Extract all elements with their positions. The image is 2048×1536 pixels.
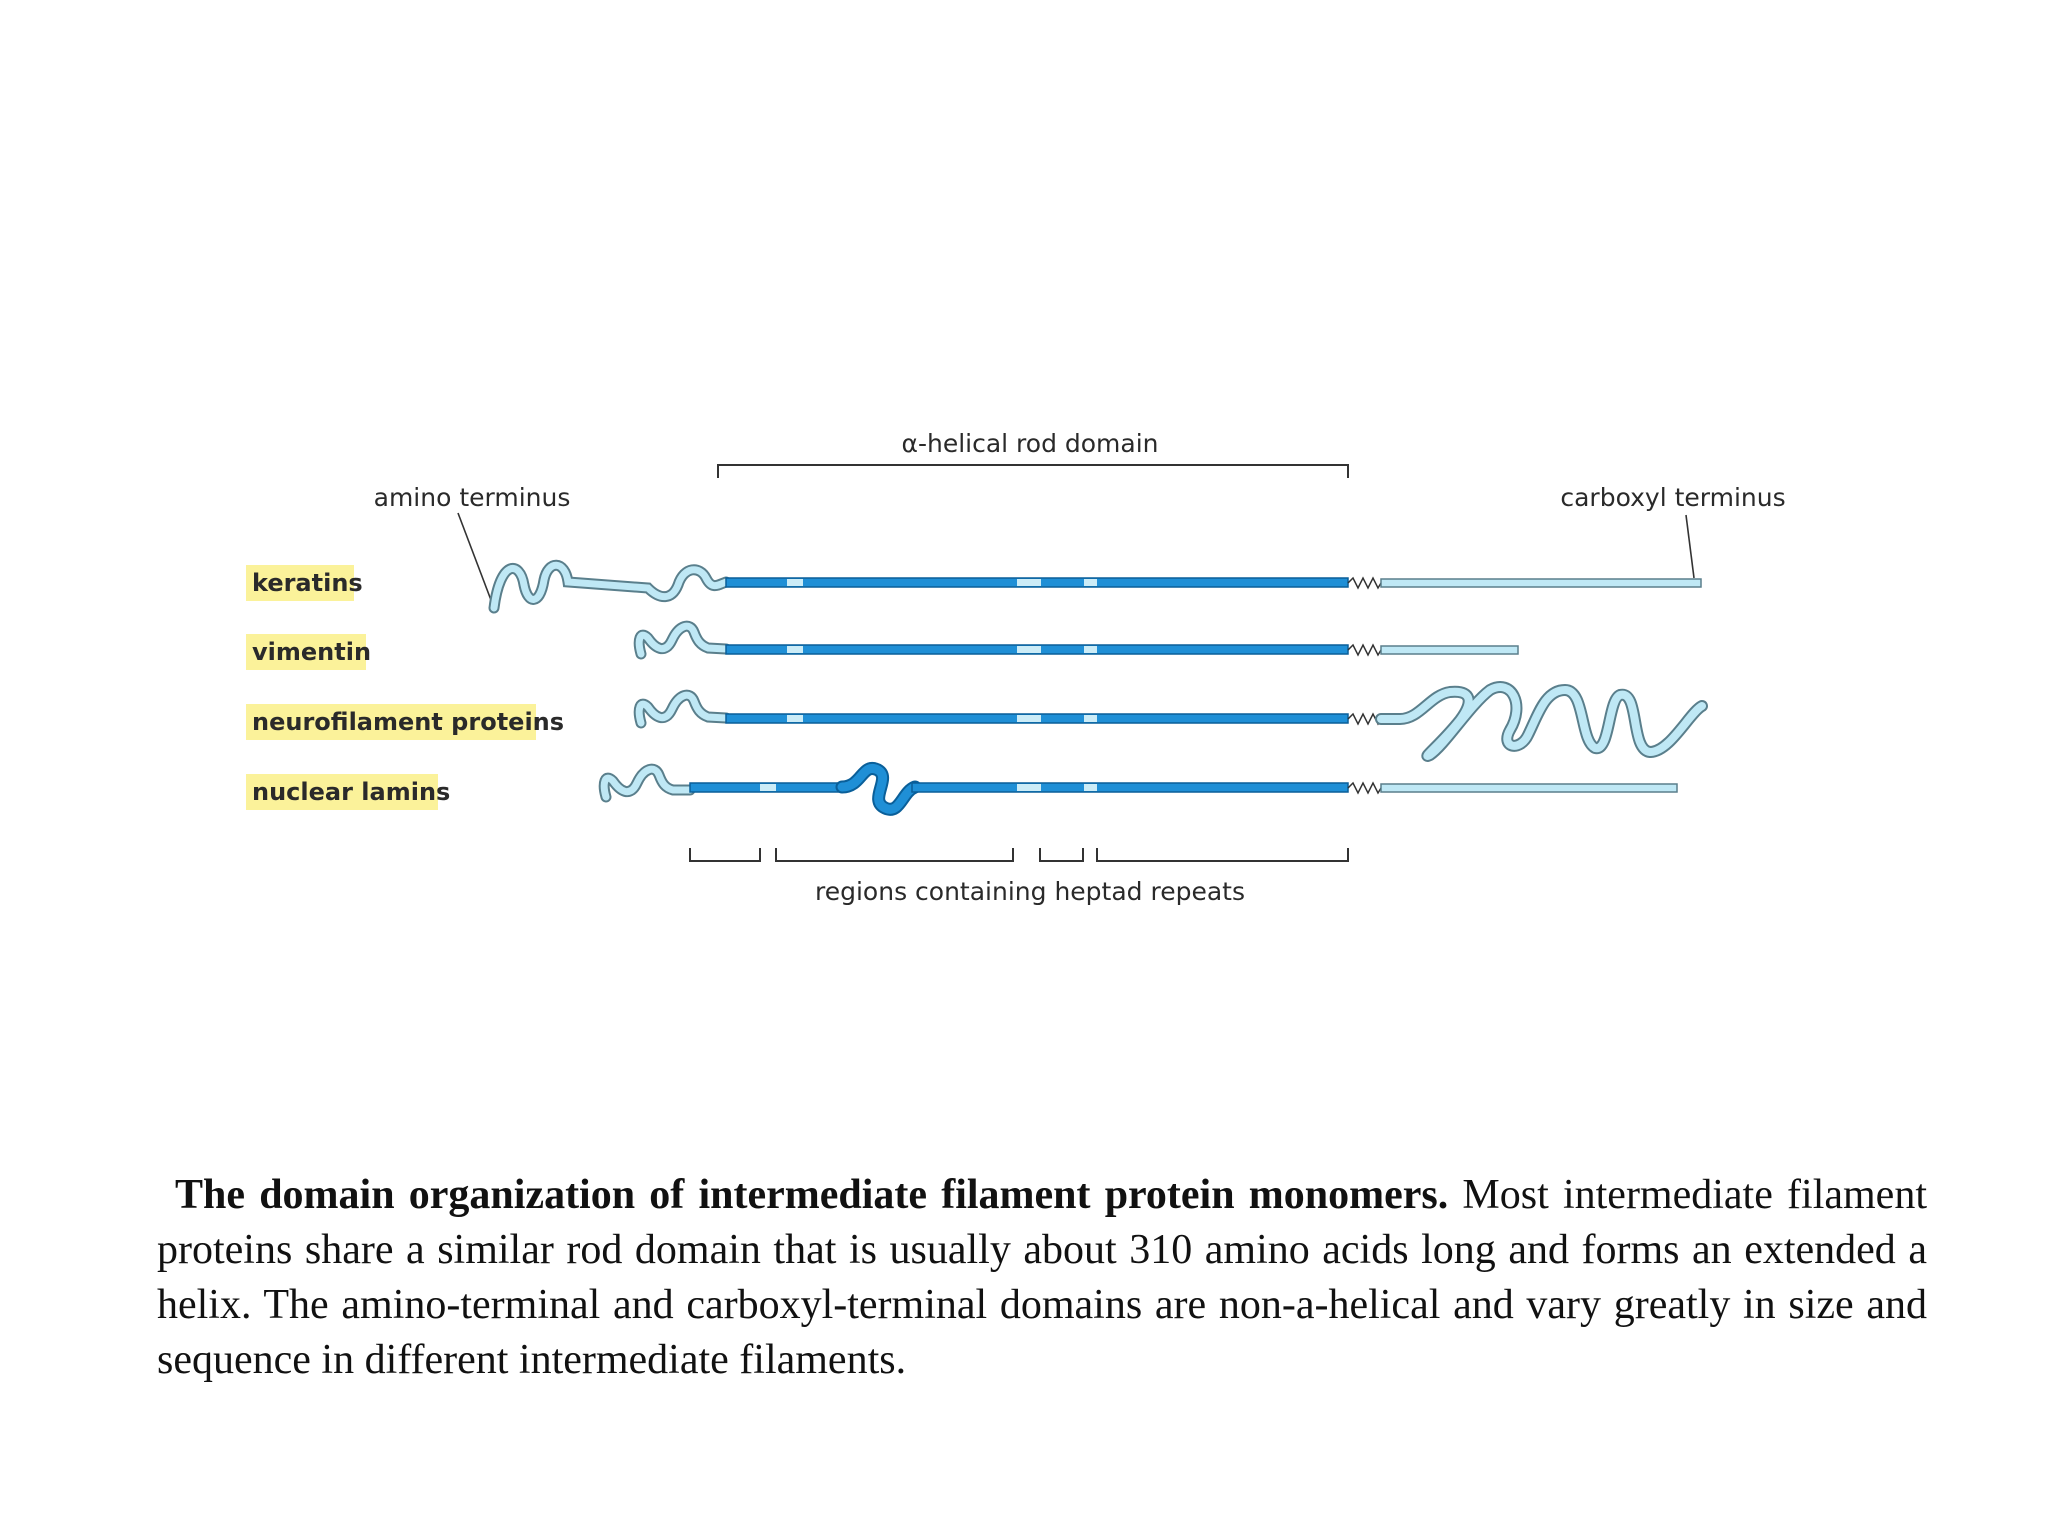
carboxyl-terminal-domain bbox=[1375, 681, 1708, 762]
rod-domain-bracket bbox=[717, 464, 1349, 478]
protein-label-keratins: keratins bbox=[246, 565, 363, 601]
nuclear-lamins-molecule bbox=[598, 762, 1678, 816]
linker bbox=[760, 784, 776, 791]
zigzag-hinge bbox=[1347, 576, 1382, 590]
linker bbox=[1017, 715, 1041, 722]
keratins-molecule bbox=[488, 559, 1702, 614]
rod-domain bbox=[911, 782, 1349, 793]
protein-name: nuclear lamins bbox=[252, 778, 450, 806]
linker bbox=[1084, 784, 1097, 791]
protein-name: keratins bbox=[252, 569, 363, 597]
caption-title: The domain organization of intermediate … bbox=[175, 1172, 1449, 1218]
protein-name: neurofilament proteins bbox=[252, 708, 564, 736]
carboxyl-terminus-label: carboxyl terminus bbox=[1560, 483, 1785, 512]
linker bbox=[1084, 579, 1097, 586]
zigzag-hinge bbox=[1347, 643, 1382, 657]
linker bbox=[787, 646, 803, 653]
figure-caption: The domain organization of intermediate … bbox=[157, 1168, 1927, 1388]
linker bbox=[1017, 646, 1041, 653]
carboxyl-terminal-domain bbox=[1380, 783, 1678, 793]
heptad-repeats-label: regions containing heptad repeats bbox=[815, 877, 1245, 906]
vimentin-molecule bbox=[633, 620, 1519, 660]
linker bbox=[787, 579, 803, 586]
linker bbox=[1017, 579, 1041, 586]
rod-domain-label: α-helical rod domain bbox=[901, 429, 1158, 458]
amino-terminus-label: amino terminus bbox=[374, 483, 571, 512]
linker bbox=[1084, 646, 1097, 653]
linker bbox=[787, 715, 803, 722]
carboxyl-terminal-domain bbox=[1380, 645, 1519, 655]
caption-body: Most intermediate filament proteins shar… bbox=[157, 1172, 1927, 1383]
linker bbox=[1017, 784, 1041, 791]
protein-label-nuclear-lamins: nuclear lamins bbox=[246, 774, 450, 810]
carboxyl-terminal-domain bbox=[1380, 578, 1702, 588]
heptad-brackets bbox=[689, 848, 1349, 862]
carboxyl-terminus-pointer bbox=[1685, 514, 1695, 579]
neurofilament-molecule bbox=[633, 681, 1708, 762]
protein-name: vimentin bbox=[252, 638, 371, 666]
protein-label-neurofilament: neurofilament proteins bbox=[246, 704, 564, 740]
linker bbox=[1084, 715, 1097, 722]
amino-terminus-pointer bbox=[457, 512, 495, 609]
zigzag-hinge bbox=[1347, 781, 1382, 795]
protein-label-vimentin: vimentin bbox=[246, 634, 371, 670]
